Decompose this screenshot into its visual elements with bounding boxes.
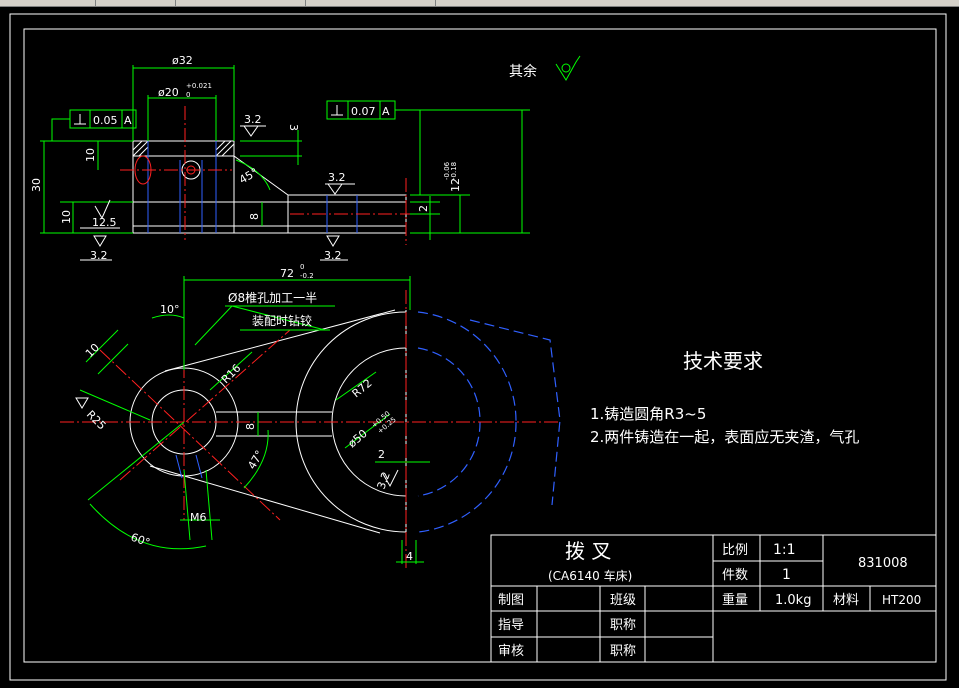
- dim-len72-tol-low: -0.2: [300, 272, 314, 280]
- dim-ang47: 47°: [245, 448, 266, 471]
- toolbar-separator: [175, 0, 176, 6]
- tech-req-title: 技术要求: [683, 349, 763, 373]
- title1-label: 职称: [610, 618, 636, 633]
- dim-three: 3: [287, 124, 300, 131]
- dim-four: 4: [406, 550, 413, 563]
- weight-value: 1.0kg: [775, 593, 811, 608]
- dim-d20: ø20: [158, 86, 179, 99]
- toolbar-strip: [0, 0, 959, 7]
- surface-finish-symbol: [555, 55, 581, 81]
- drafter-label: 制图: [498, 593, 524, 608]
- dim-d32: ø32: [172, 54, 193, 67]
- dim-two-a: 2: [417, 205, 430, 212]
- ra-3-2-a: 3.2: [90, 249, 108, 262]
- dim-ang10: 10°: [160, 303, 180, 316]
- drawing-svg: 其余: [9, 13, 947, 681]
- toolbar-separator: [95, 0, 96, 6]
- dim-ang60: 60°: [129, 531, 152, 550]
- dim-thirty: 30: [30, 178, 43, 192]
- dim-eight-a: 8: [248, 213, 261, 220]
- scale-label: 比例: [722, 543, 748, 558]
- dim-r16: R16: [219, 362, 243, 386]
- toolbar-separator: [435, 0, 436, 6]
- part-model: (CA6140 车床): [548, 568, 632, 583]
- ra-3-2-e: 3.2: [375, 470, 393, 491]
- gdt-right-datum: A: [382, 105, 390, 118]
- inner-frame: [23, 28, 937, 663]
- class-label: 班级: [610, 593, 636, 608]
- dim-ten-a: 10: [84, 148, 97, 162]
- drawing-number: 831008: [858, 556, 908, 571]
- part-name: 拨 叉: [565, 539, 611, 563]
- scale-value: 1:1: [773, 542, 796, 558]
- dim-two-b: 2: [378, 448, 385, 461]
- ra-12-5: 12.5: [92, 216, 117, 229]
- note-taper-hole: Ø8椎孔加工一半: [228, 290, 317, 305]
- gdt-left-datum: A: [124, 114, 132, 127]
- drawing-canvas[interactable]: 其余: [0, 7, 959, 684]
- title2-label: 职称: [610, 644, 636, 659]
- count-value: 1: [782, 567, 791, 583]
- ra-3-2-d: 3.2: [324, 249, 342, 262]
- dim-twelve-tol-up: -0.06: [443, 161, 451, 180]
- note-assembly-drill: 装配时钻铰: [252, 313, 312, 328]
- dim-ten-b: 10: [60, 210, 73, 224]
- title-block: [490, 534, 937, 663]
- weight-label: 重量: [722, 592, 748, 608]
- ra-3-2-c: 3.2: [328, 171, 346, 184]
- top-view-dimensions: ø32 ø20 +0.021 0 0.05 A 30 10 10 12.5 3.…: [30, 54, 530, 262]
- tech-req-item-2: 2.两件铸造在一起，表面应无夹渣，气孔: [590, 428, 859, 446]
- dim-m6: M6: [190, 511, 207, 524]
- count-label: 件数: [722, 568, 748, 583]
- front-view-dimensions: 72 0 -0.2 Ø8椎孔加工一半 装配时钻铰 10° 10 R25 R16 …: [75, 263, 430, 564]
- toolbar-separator: [305, 0, 306, 6]
- dim-d20-tol-low: 0: [186, 91, 190, 99]
- ra-3-2-b: 3.2: [244, 113, 262, 126]
- dim-twelve: 12: [449, 178, 462, 192]
- dim-r25: R25: [84, 408, 108, 432]
- guide-label: 指导: [498, 618, 524, 633]
- gdt-right-tol: 0.07: [351, 105, 376, 118]
- dim-d20-tol-up: +0.021: [186, 82, 212, 90]
- front-view: [60, 290, 606, 570]
- top-view: [120, 106, 410, 245]
- review-label: 审核: [498, 644, 524, 659]
- dim-eight-b: 8: [244, 423, 257, 430]
- dim-len72-tol-up: 0: [300, 263, 304, 271]
- dim-twelve-tol-low: -0.18: [450, 162, 458, 180]
- outer-frame: [9, 13, 947, 681]
- tech-req-item-1: 1.铸造圆角R3~5: [590, 405, 706, 423]
- dim-d50: ø50: [346, 427, 370, 450]
- dim-angle45: 45°: [237, 166, 260, 187]
- dim-len72: 72: [280, 267, 294, 280]
- surface-finish-note: 其余: [509, 63, 537, 80]
- dim-r72: R72: [350, 376, 375, 400]
- material-value: HT200: [882, 593, 921, 607]
- gdt-left-tol: 0.05: [93, 114, 118, 127]
- dim-ten-c: 10: [83, 341, 102, 360]
- material-label: 材料: [833, 593, 859, 608]
